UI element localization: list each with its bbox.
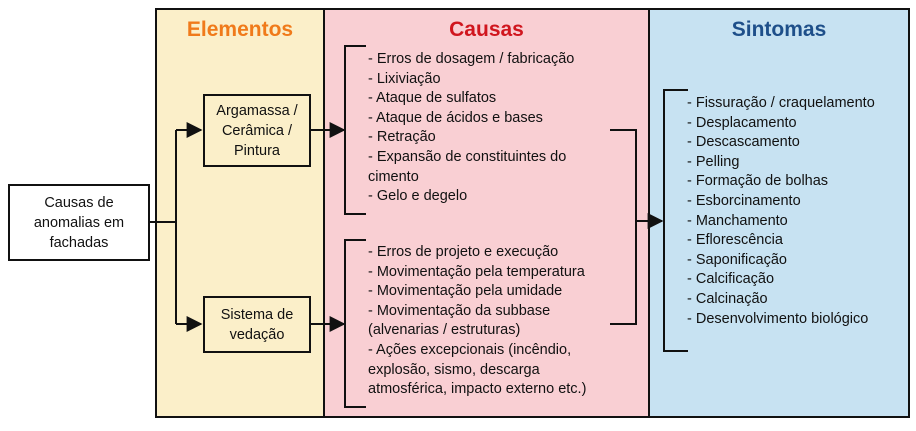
box-argamassa-line: Pintura [234,142,280,159]
causas-sistema-list: - Erros de projeto e execução - Moviment… [368,243,638,400]
sintomas-list: - Fissuração / craquelamento - Desplacam… [687,94,907,329]
list-item: - Eflorescência [687,232,783,249]
bracket-causas-1-left [344,45,366,215]
list-item: - Calcinação [687,290,768,307]
causas-argamassa-list: - Erros de dosagem / fabricação - Lixivi… [368,50,638,207]
list-item: - Erros de dosagem / fabricação [368,51,575,67]
column-title-elementos: Elementos [186,18,294,41]
list-item: - Descascamento [687,134,800,151]
list-item: - Desplacamento [687,114,797,131]
list-item: cimento [368,168,419,185]
bracket-causas-1-right [610,129,637,221]
list-item: - Expansão de constituintes do [368,148,567,165]
column-title-causas: Causas [449,18,524,41]
list-item: - Movimentação pela temperatura [368,263,585,280]
column-title-sintomas: Sintomas [731,18,827,41]
bracket-sintomas-left [663,89,688,352]
bracket-causas-2-right [610,221,637,325]
list-item: - Formação de bolhas [687,173,829,190]
box-argamassa: Argamassa / Cerâmica / Pintura [203,94,311,167]
list-item: - Gelo e degelo [368,188,468,205]
list-item: - Saponificação [687,251,787,268]
column-causas: Causas [323,8,650,418]
box-sistema-line: vedação [229,326,285,343]
list-item: atmosférica, impacto externo etc.) [368,381,587,398]
list-item: - Esborcinamento [687,192,801,209]
list-item: - Fissuração / craquelamento [687,95,875,111]
box-sistema-line: Sistema de [220,306,294,323]
list-item: - Manchamento [687,212,788,229]
list-item: (alvenarias / estruturas) [368,322,521,339]
list-item: - Erros de projeto e execução [368,244,559,260]
list-item: - Ataque de ácidos e bases [368,109,543,126]
column-sintomas: Sintomas [648,8,910,418]
list-item: explosão, sismo, descarga [368,361,540,378]
box-causas-anomalias: Causas de anomalias em fachadas [8,184,150,261]
box-main-line: fachadas [49,234,109,251]
list-item: - Ações excepcionais (incêndio, [368,341,572,358]
list-item: - Lixiviação [368,70,441,87]
box-main-line: anomalias em [33,214,125,231]
list-item: - Desenvolvimento biológico [687,310,869,327]
box-argamassa-line: Cerâmica / [221,122,293,139]
bracket-causas-2-left [344,239,366,408]
list-item: - Ataque de sulfatos [368,90,497,107]
list-item: - Calcificação [687,271,775,288]
list-item: - Retração [368,129,436,146]
list-item: - Movimentação da subbase [368,302,551,319]
box-main-line: Causas de [44,194,114,211]
box-sistema-vedacao: Sistema de vedação [203,296,311,353]
list-item: - Movimentação pela umidade [368,283,563,300]
list-item: - Pelling [687,153,740,170]
box-argamassa-line: Argamassa / [216,102,298,119]
